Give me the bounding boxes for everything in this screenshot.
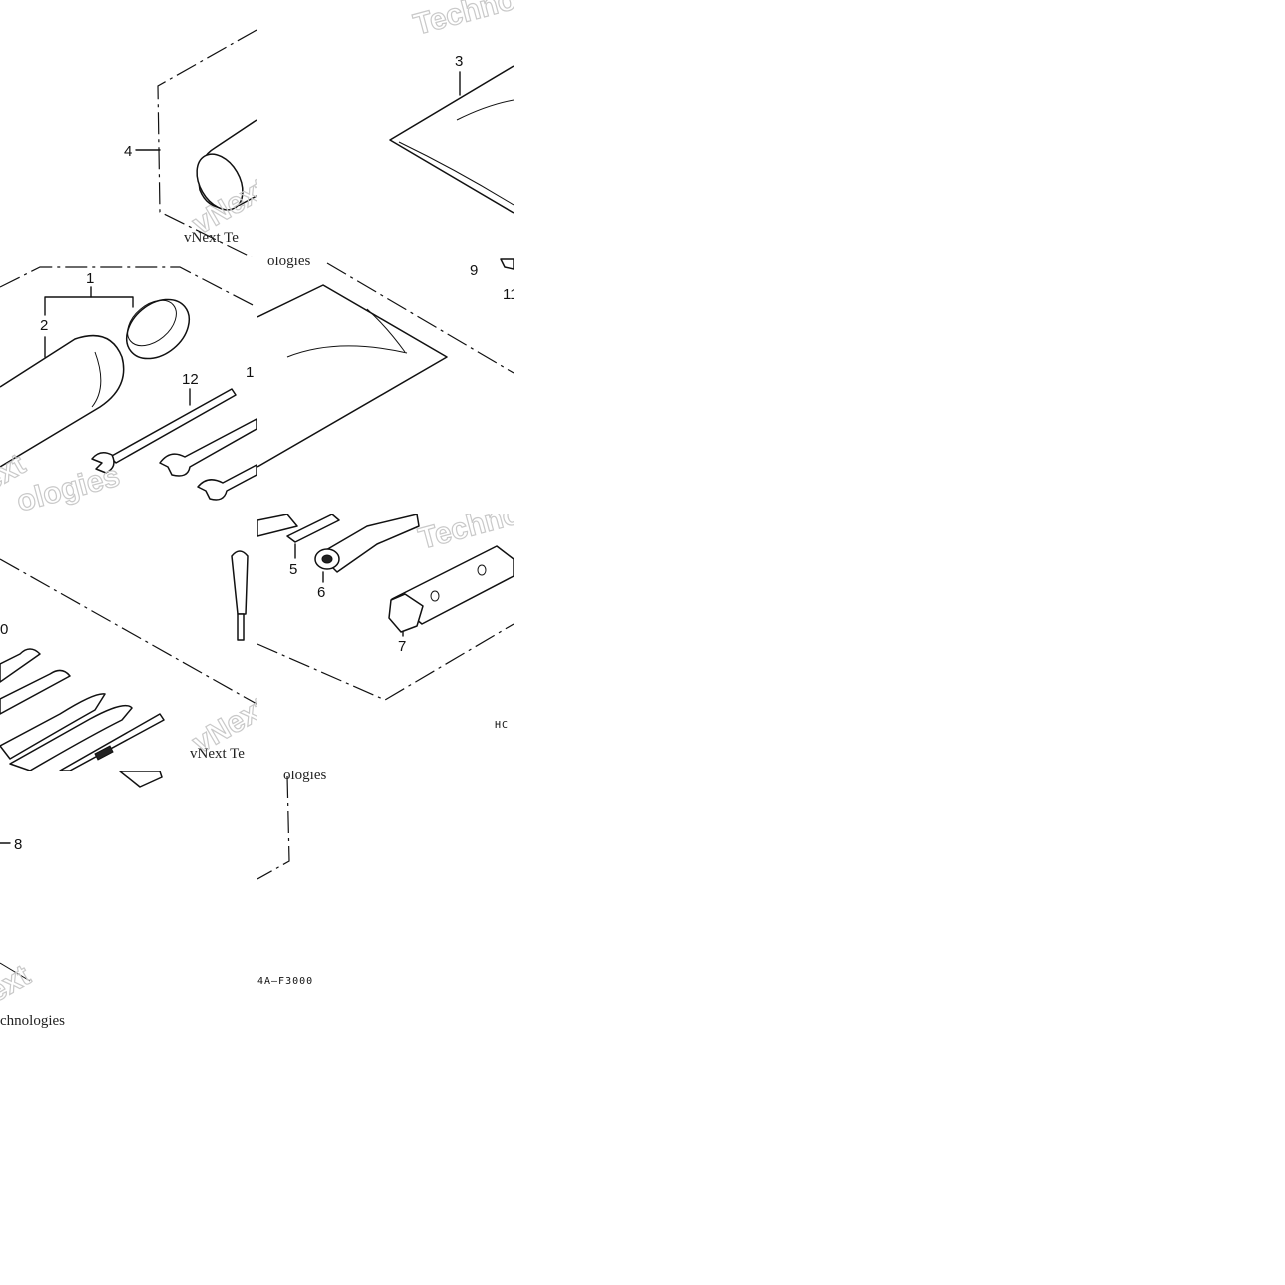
- tile-pouch-drawing: ologies 9 11: [257, 257, 514, 468]
- callout-11: 11: [503, 286, 514, 303]
- tile-case-wrenches-drawing: 1 2 12 1 ext ologies: [0, 266, 257, 514]
- tile-pouch: ologies 9 11: [257, 257, 514, 514]
- tile-socket-tools-drawing: Techno 5 6 7 HC: [257, 514, 514, 731]
- driver-handle: [231, 550, 249, 615]
- frame-top: [0, 266, 257, 308]
- screwdriver-shaft: [59, 713, 165, 771]
- callout-9: 9: [470, 262, 478, 279]
- tile-tool-bag: Techno 3: [257, 0, 514, 257]
- pliers-handle-b: [9, 704, 133, 771]
- tile-tool-case-drawing: 4 vNext Te vNext: [124, 29, 257, 257]
- wrench-10-head: [0, 648, 41, 683]
- callout-8: 8: [14, 836, 22, 853]
- bag-fold: [398, 141, 514, 206]
- watermark-techno: Techno: [410, 0, 514, 42]
- clip-part: [500, 258, 514, 270]
- tube-case: [0, 334, 125, 468]
- callout-7: 7: [398, 638, 406, 655]
- callout-1-partial: 1: [256, 544, 257, 561]
- callout-2: 2: [40, 317, 48, 334]
- frame-diag: [0, 558, 257, 705]
- wrench-a: [159, 418, 257, 477]
- tile-lower-mid: ologies 4A–F3000: [257, 771, 514, 1028]
- tile-tool-case: 4 vNext Te vNext: [0, 0, 257, 257]
- socket-6-shaft: [318, 514, 420, 573]
- bit-5: [286, 514, 340, 543]
- callout-1: 1: [86, 270, 94, 287]
- tile-lower-mid-drawing: ologies 4A–F3000: [257, 771, 326, 987]
- wrench-10b: [0, 669, 71, 715]
- tile-pliers-drawing: 0 1 vNext vNext Te: [0, 544, 257, 771]
- tile-pliers: 0 1 vNext vNext Te: [0, 514, 257, 771]
- watermark-chnologies: chnologies: [0, 1013, 65, 1028]
- box-wrench-hole-a: [477, 564, 487, 576]
- leader-1: [44, 296, 134, 316]
- bar-end: [257, 514, 298, 537]
- callout-10-partial: 1: [246, 364, 254, 381]
- box-wrench-7-hex: [388, 593, 424, 633]
- box-wrench-hole-b: [430, 590, 440, 602]
- tile-lower-drawing: 8 ext chnologies: [0, 771, 163, 1028]
- pouch: [257, 284, 448, 468]
- screwdriver-band: [94, 745, 114, 761]
- pouch-seam: [366, 308, 406, 353]
- tool-roll-end: [196, 153, 244, 211]
- bag-outline: [389, 65, 514, 214]
- callout-6: 6: [317, 584, 325, 601]
- bag-crease: [456, 99, 514, 121]
- tube-cap-rim: [127, 299, 177, 347]
- callout-12: 12: [182, 371, 199, 388]
- tile-lower: 8 ext chnologies: [0, 771, 257, 1028]
- wrench-b: [197, 464, 257, 501]
- pouch-fold: [286, 345, 408, 358]
- frame-right: [326, 262, 514, 374]
- driver-tip: [237, 613, 245, 641]
- pliers-tip: [119, 771, 163, 788]
- pliers-handle-a: [0, 693, 106, 760]
- watermark-vnext-te-2: vNext Te: [190, 746, 245, 762]
- wrench-12-head: [91, 452, 115, 474]
- tube-cap: [125, 298, 191, 360]
- watermark-logies-top: ologies: [267, 257, 310, 269]
- drawing-code: 4A–F3000: [257, 976, 313, 987]
- callout-3: 3: [455, 53, 463, 70]
- drawing-code-partial: HC: [495, 720, 509, 731]
- callout-5: 5: [289, 561, 297, 578]
- frame-corner: [0, 962, 31, 982]
- watermark-logies-2: ologies: [283, 771, 326, 783]
- callout-10: 0: [0, 621, 8, 638]
- frame-line: [157, 29, 257, 257]
- tile-socket-tools: Techno 5 6 7 HC: [257, 514, 514, 771]
- watermark-logies: ologies: [13, 460, 123, 514]
- watermark-ext-2: ext: [0, 959, 36, 1009]
- watermark-vnext: vNext Te: [184, 230, 239, 246]
- socket-6-bore: [321, 554, 333, 564]
- tube-ring: [91, 351, 102, 408]
- frame-bottom: [257, 623, 514, 701]
- tile-case-wrenches: 1 2 12 1 ext ologies: [0, 257, 257, 514]
- callout-4: 4: [124, 143, 132, 160]
- frame-lower: [257, 775, 290, 880]
- tile-tool-bag-drawing: Techno 3: [389, 0, 514, 214]
